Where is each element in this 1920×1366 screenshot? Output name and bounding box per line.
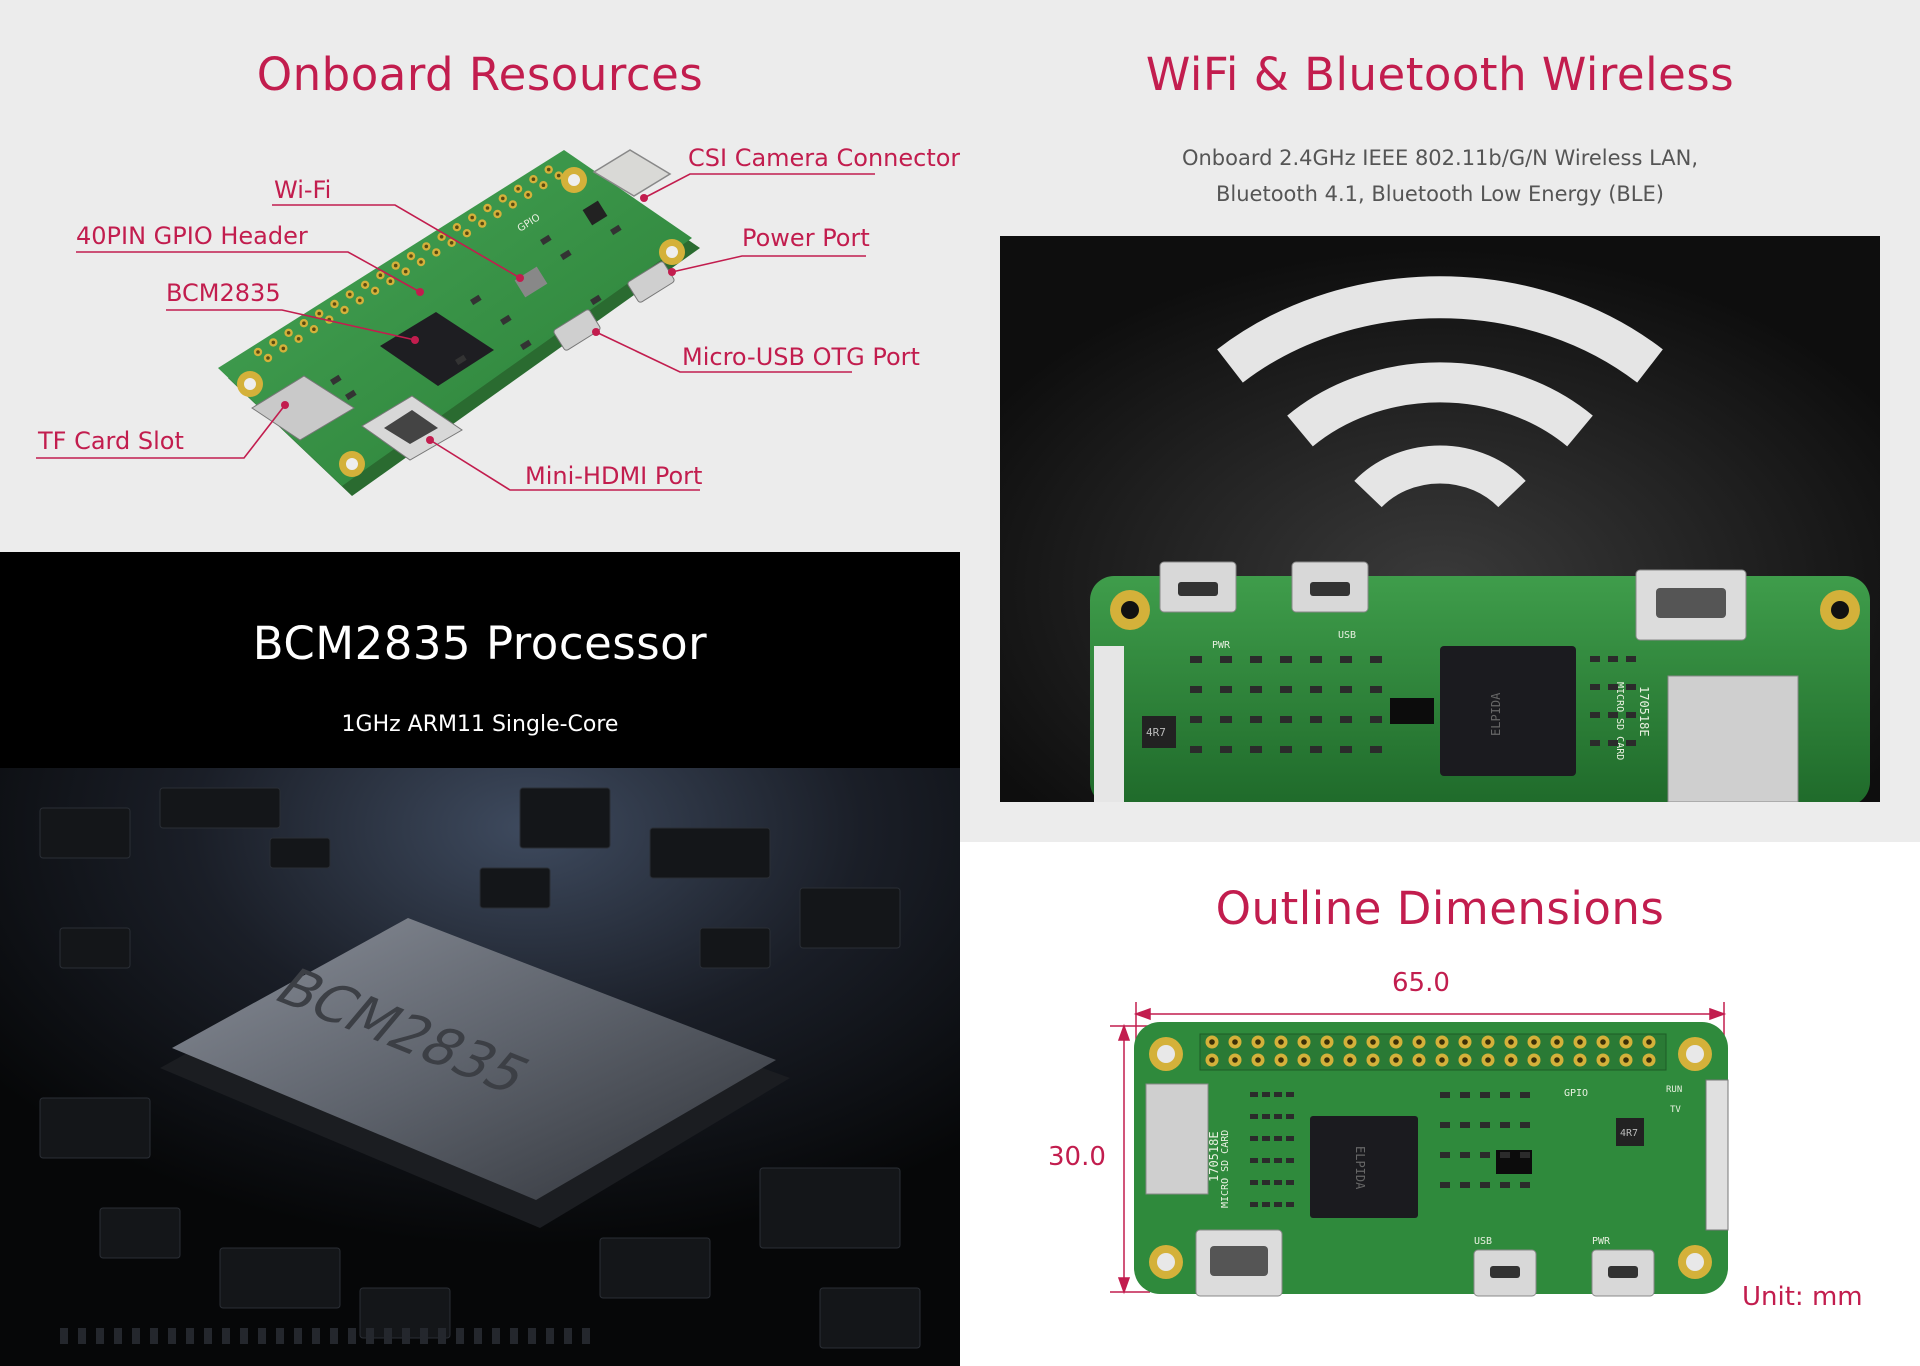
wireless-photo: ELPIDA 4R7 PWR USB MICRO SD CARD 170518E [1000,236,1880,802]
tf-card-slot [251,375,355,441]
silk-ind: 4R7 [1146,726,1166,739]
silk-card: MICRO SD CARD [1614,682,1625,760]
bcm2835-chip-render: BCM2835 [160,918,790,1228]
label-wifi: Wi-Fi [274,176,332,204]
label-micro-usb-otg-port: Micro-USB OTG Port [682,343,920,371]
silk-gpio-top: GPIO [1564,1088,1588,1099]
onboard-title: Onboard Resources [256,48,704,101]
silk-chip: ELPIDA [1489,692,1503,736]
onboard-resources-panel: Onboard Resources GPIO [0,0,960,552]
unit-label: Unit: mm [1742,1282,1863,1312]
height-dimension: 30.0 [1048,1142,1106,1172]
label-tf-card-slot: TF Card Slot [38,427,184,455]
width-dimension: 65.0 [1392,968,1450,998]
silk-lot: 170518E [1637,686,1651,737]
bcm2835-chip [380,312,494,386]
silk-card-top: MICRO SD CARD [1220,1130,1231,1208]
csi-connector [592,149,672,197]
processor-panel: BCM2835 Processor 1GHz ARM11 Single-Core… [0,552,960,1366]
wireless-panel: WiFi & Bluetooth Wireless Onboard 2.4GHz… [960,0,1920,842]
leader-lines [36,173,875,491]
micro-usb-otg-port [553,309,601,351]
silk-pwr-top: PWR [1592,1236,1611,1247]
dimension-arrows [1110,1002,1727,1295]
pi-zero-board: ELPIDA 4R7 PWR USB MICRO SD CARD 170518E [1090,561,1870,802]
label-power-port: Power Port [742,224,870,252]
dimensions-title: Outline Dimensions [1215,882,1665,935]
board-illustration: GPIO [36,149,875,496]
wifi-chip [514,266,548,298]
processor-title: BCM2835 Processor [252,617,708,670]
processor-render: BCM2835 [0,768,960,1366]
silk-ind-top: 4R7 [1620,1128,1638,1139]
processor-subtitle: 1GHz ARM11 Single-Core [341,712,619,737]
silk-run: RUN [1666,1085,1682,1095]
label-bcm2835: BCM2835 [166,279,281,307]
silk-usb-top: USB [1474,1236,1492,1247]
silk-lot-top: 170518E [1207,1131,1221,1182]
dimension-drawing: ELPIDA 4R7 GPIO RUN TV USB PWR MICRO SD … [1110,1002,1729,1297]
label-mini-hdmi-port: Mini-HDMI Port [525,462,703,490]
label-gpio-header: 40PIN GPIO Header [76,222,308,250]
wireless-line-1: Onboard 2.4GHz IEEE 802.11b/G/N Wireless… [1181,146,1699,170]
dimensions-panel: Outline Dimensions ELPIDA [960,842,1920,1366]
silk-pwr: PWR [1212,640,1231,651]
label-csi-camera-connector: CSI Camera Connector [688,144,960,172]
silk-usb: USB [1338,630,1356,641]
silk-tv: TV [1670,1105,1681,1115]
wifi-symbol-icon [1217,276,1663,508]
gpio-header [253,165,563,363]
wireless-title: WiFi & Bluetooth Wireless [1145,48,1735,101]
pi-zero-top-view: ELPIDA 4R7 GPIO RUN TV USB PWR MICRO SD … [1134,1022,1729,1297]
silk-chip-top: ELPIDA [1353,1146,1367,1190]
wireless-line-2: Bluetooth 4.1, Bluetooth Low Energy (BLE… [1216,182,1664,206]
gpio-header-top [1199,1033,1667,1071]
